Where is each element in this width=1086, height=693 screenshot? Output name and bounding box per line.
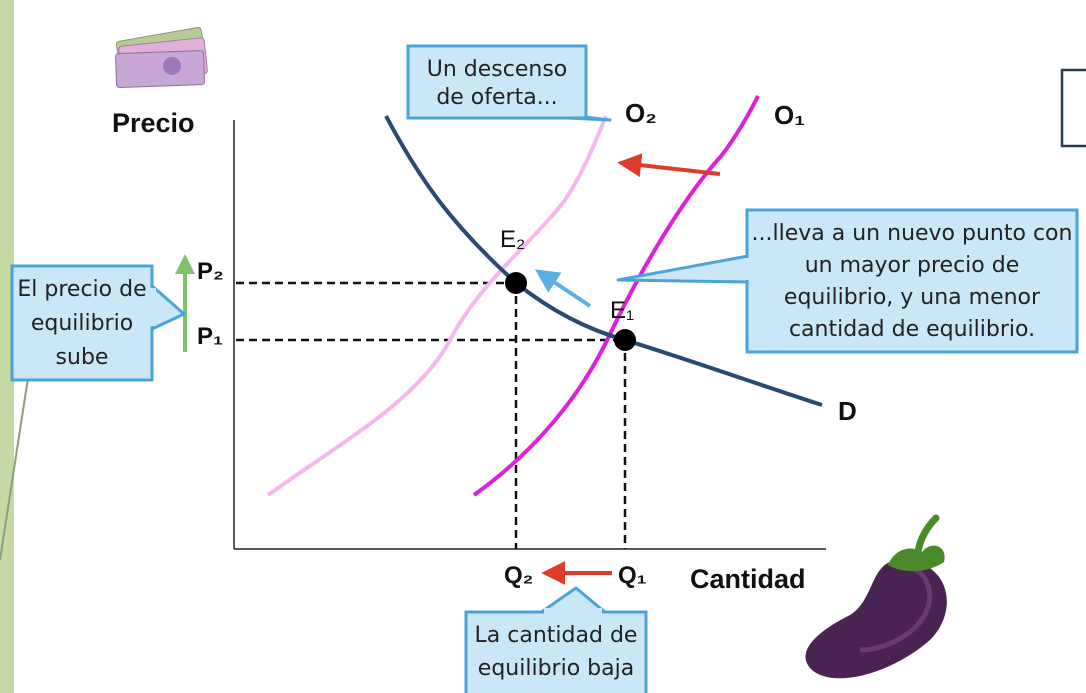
callout-quantity-falls: La cantidad de equilibrio baja bbox=[464, 586, 648, 693]
callout-new-point-line-1: ...lleva a un nuevo punto con bbox=[752, 221, 1073, 246]
euro-banknotes-icon bbox=[115, 26, 208, 88]
demand-curve bbox=[384, 115, 823, 407]
callout-price-rises-line-3: sube bbox=[56, 345, 109, 370]
supply-new-label: O₂ bbox=[625, 98, 657, 128]
demand-label: D bbox=[838, 396, 857, 426]
callout-price-rises: El precio de equilibrio sube bbox=[10, 264, 186, 382]
callout-supply-drop-line-2: de oferta... bbox=[436, 85, 557, 110]
y-axis-label: Precio bbox=[112, 108, 195, 138]
callout-supply-drop-line-1: Un descenso bbox=[427, 57, 568, 82]
callout-supply-drop: Un descenso de oferta... bbox=[406, 44, 612, 122]
p1-label: P₁ bbox=[197, 323, 223, 350]
callout-price-rises-line-1: El precio de bbox=[17, 277, 146, 302]
callout-quantity-falls-line-2: equilibrio baja bbox=[478, 656, 634, 681]
partial-frame bbox=[1060, 68, 1086, 148]
supply-curve-new bbox=[266, 115, 608, 497]
eggplant-icon bbox=[805, 514, 947, 679]
e1-label: E₁ bbox=[610, 297, 634, 324]
callout-new-point-line-4: cantidad de equilibrio. bbox=[789, 317, 1035, 342]
equilibrium-point-e2 bbox=[505, 272, 527, 294]
q1-label: Q₁ bbox=[618, 562, 647, 589]
supply-old-label: O₁ bbox=[774, 100, 805, 130]
supply-curve-old bbox=[472, 95, 760, 497]
left-edge-decoration bbox=[0, 0, 14, 693]
equilibrium-point-e1 bbox=[614, 329, 636, 351]
x-axis-label: Cantidad bbox=[690, 564, 806, 594]
e2-label: E₂ bbox=[500, 226, 525, 253]
q2-label: Q₂ bbox=[504, 562, 533, 589]
callout-new-point-line-2: un mayor precio de bbox=[805, 253, 1020, 278]
callout-price-rises-line-2: equilibrio bbox=[31, 311, 133, 336]
callout-new-point-line-3: equilibrio, y una menor bbox=[784, 285, 1041, 310]
equilibrium-move-arrow bbox=[535, 269, 592, 308]
p2-label: P₂ bbox=[197, 258, 224, 285]
supply-shift-arrow bbox=[617, 153, 721, 178]
callout-quantity-falls-line-1: La cantidad de bbox=[475, 623, 638, 648]
callout-new-point: ...lleva a un nuevo punto con un mayor p… bbox=[616, 208, 1079, 354]
